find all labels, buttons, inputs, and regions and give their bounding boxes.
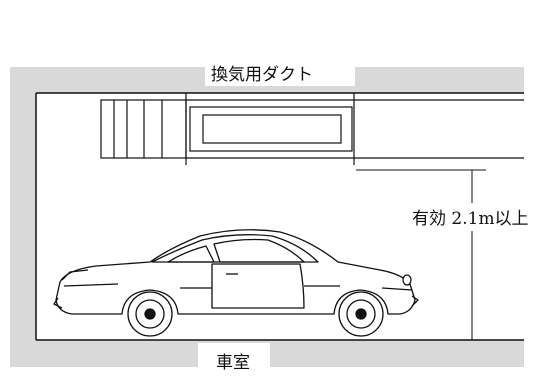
front-wheel <box>338 291 384 337</box>
clearance-dimension <box>356 169 486 340</box>
room-label-bg <box>198 343 270 373</box>
rear-wheel <box>127 291 173 337</box>
clearance-label-bg <box>410 203 553 231</box>
ventilation-duct <box>100 93 524 165</box>
room-label: 車室 <box>216 353 250 373</box>
clearance-label: 有効 2.1m以上 <box>412 209 529 229</box>
duct-label-bg <box>205 60 355 86</box>
duct-label: 換気用ダクト <box>211 65 313 85</box>
car-illustration <box>53 229 419 337</box>
